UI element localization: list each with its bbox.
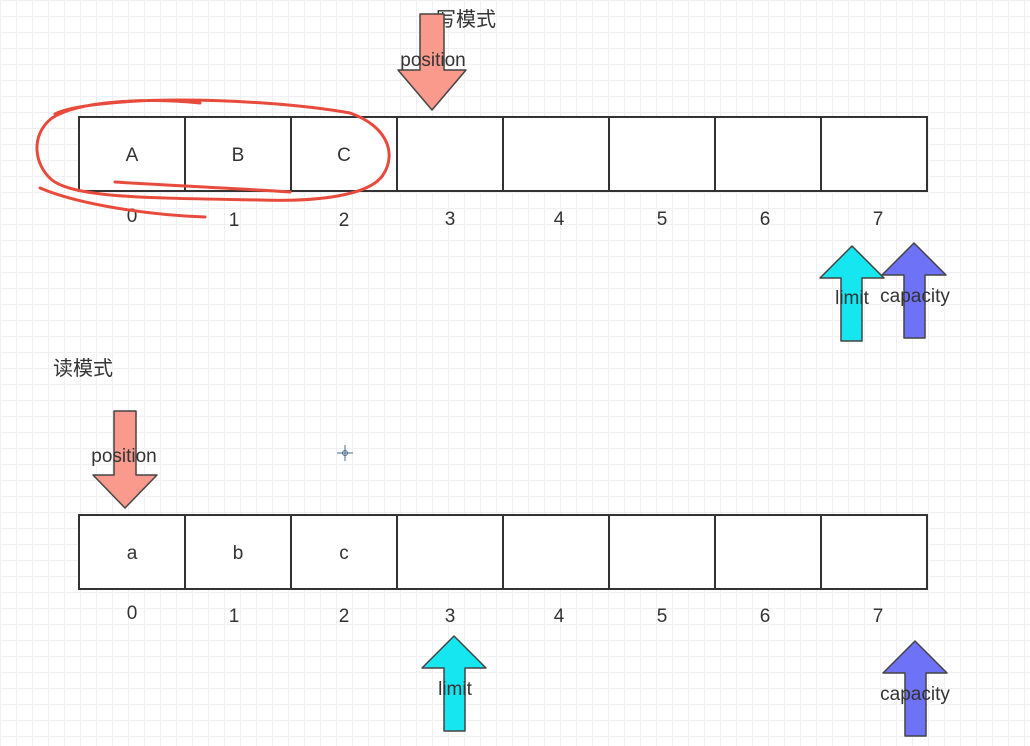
- write-capacity-arrow: capacity: [880, 242, 950, 339]
- position-label: position: [400, 50, 466, 71]
- index-label: 3: [445, 606, 456, 627]
- read-indices: 0 1 2 3 4 5 6 7: [127, 603, 884, 627]
- buffer-cell-5: [608, 514, 716, 590]
- buffer-cell-7: [820, 116, 928, 192]
- read-position-arrow: position: [91, 410, 158, 509]
- cell-value: C: [337, 145, 351, 166]
- index-label: 7: [873, 606, 884, 627]
- buffer-cell-4: [502, 116, 610, 192]
- index-label: 5: [657, 209, 668, 230]
- read-limit-arrow: limit: [421, 635, 487, 732]
- cell-value: A: [126, 145, 139, 166]
- buffer-cell-1: B: [184, 116, 292, 192]
- buffer-cell-7: [820, 514, 928, 590]
- index-label: 4: [554, 209, 565, 230]
- cell-value: a: [127, 543, 138, 564]
- buffer-cell-5: [608, 116, 716, 192]
- write-mode-section: 写模式 A B C: [35, 8, 950, 342]
- index-label: 5: [657, 606, 668, 627]
- buffer-cell-6: [714, 514, 822, 590]
- position-label: position: [91, 446, 157, 467]
- read-buffer: a b c: [78, 514, 928, 590]
- read-mode-section: 读模式 a b c: [53, 357, 950, 737]
- buffer-cell-2: C: [290, 116, 398, 192]
- read-mode-title: 读模式: [53, 357, 113, 380]
- write-position-arrow: position: [397, 13, 467, 111]
- index-label: 0: [127, 206, 138, 227]
- read-capacity-arrow: capacity: [880, 640, 950, 737]
- buffer-cell-1: b: [184, 514, 292, 590]
- crosshair-cursor-icon: [337, 445, 353, 461]
- write-indices: 0 1 2 3 4 5 6 7: [127, 206, 884, 231]
- limit-label: limit: [438, 679, 472, 700]
- buffer-cell-2: c: [290, 514, 398, 590]
- index-label: 6: [760, 209, 771, 230]
- write-mode-title: 写模式: [436, 8, 496, 31]
- buffer-cell-4: [502, 514, 610, 590]
- index-label: 7: [873, 209, 884, 230]
- index-label: 1: [229, 210, 240, 231]
- buffer-cell-0: A: [78, 116, 186, 192]
- index-label: 0: [127, 603, 138, 624]
- index-label: 2: [339, 210, 350, 231]
- index-label: 4: [554, 606, 565, 627]
- limit-label: limit: [835, 288, 869, 309]
- index-label: 1: [229, 606, 240, 627]
- index-label: 2: [339, 606, 350, 627]
- index-label: 3: [445, 209, 456, 230]
- capacity-label: capacity: [880, 286, 950, 307]
- write-buffer: A B C: [78, 116, 928, 192]
- cell-value: b: [233, 543, 244, 564]
- buffer-cell-0: a: [78, 514, 186, 590]
- annotation-circle: [35, 98, 391, 219]
- cell-value: c: [339, 543, 349, 564]
- cell-value: B: [232, 145, 245, 166]
- buffer-cell-6: [714, 116, 822, 192]
- index-label: 6: [760, 606, 771, 627]
- write-limit-arrow: limit: [819, 245, 885, 342]
- capacity-label: capacity: [880, 684, 950, 705]
- buffer-cell-3: [396, 514, 504, 590]
- buffer-cell-3: [396, 116, 504, 192]
